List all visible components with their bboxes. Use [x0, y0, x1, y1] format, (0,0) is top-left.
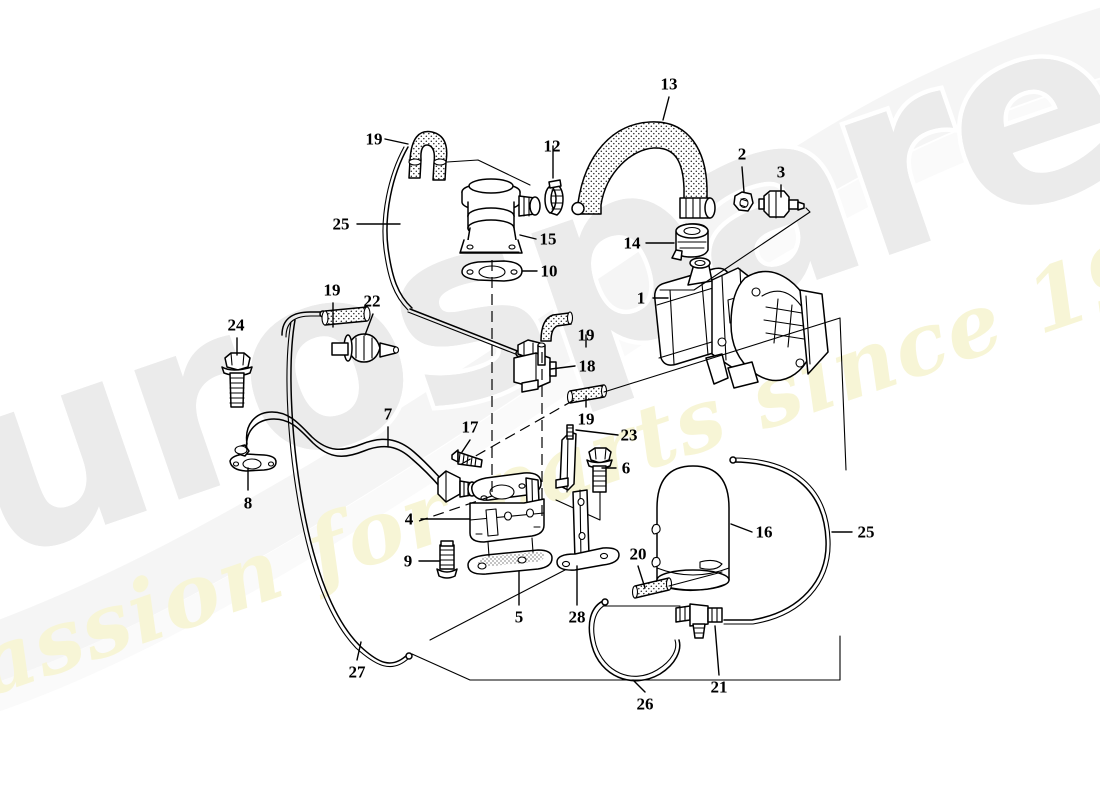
- part-24-hex-bolt: [221, 352, 253, 408]
- part-18-solenoid-valve: [513, 339, 557, 393]
- swoosh-band: [0, 0, 1100, 700]
- part-21-t-piece: [675, 603, 723, 639]
- part-20-connector: [631, 571, 723, 599]
- callout-17: 17: [461, 417, 479, 437]
- part-16-vacuum-reservoir: [651, 465, 730, 592]
- part-10-flange-gasket: [461, 260, 523, 282]
- callout-8: 8: [243, 493, 253, 513]
- part-14-rubber-mount: [671, 223, 709, 261]
- part-1-air-pump: [653, 257, 829, 389]
- part-19d-connector: [566, 384, 608, 404]
- callout-19b: 19: [323, 280, 341, 300]
- leader-lines: [236, 96, 853, 693]
- part-15-combination-valve: [446, 159, 541, 254]
- callout-25b: 25: [857, 522, 875, 542]
- callout-19: 19: [365, 129, 383, 149]
- part-7-air-pipe: [234, 411, 477, 503]
- part-27-vacuum-line: [286, 319, 413, 668]
- part-2-nut: [733, 191, 754, 212]
- callout-13: 13: [660, 74, 678, 94]
- callout-27: 27: [348, 662, 366, 682]
- assembly-line-19d: [603, 317, 847, 471]
- part-12-hose-clamp: [544, 179, 564, 216]
- callout-9: 9: [403, 551, 413, 571]
- part-8-gasket: [229, 453, 277, 472]
- callout-19c: 19: [577, 325, 595, 345]
- callout-22: 22: [363, 291, 381, 311]
- callout-14: 14: [623, 233, 641, 253]
- callout-2: 2: [737, 144, 747, 164]
- part-19c-hose: [540, 311, 574, 342]
- assembly-construction-lines: [411, 260, 841, 681]
- part-22-check-valve: [331, 333, 400, 363]
- callout-6: 6: [621, 458, 631, 478]
- callout-1: 1: [636, 288, 646, 308]
- part-25b-vacuum-line: [723, 456, 831, 625]
- callout-28: 28: [568, 607, 586, 627]
- callout-10: 10: [540, 261, 558, 281]
- part-6-hex-flange-bolt: [555, 447, 613, 521]
- callout-16: 16: [755, 522, 773, 542]
- swoosh-band-2: [0, 79, 1100, 712]
- part-4-valve-body: [469, 472, 545, 543]
- callout-21: 21: [710, 677, 728, 697]
- part-9-bolt: [436, 540, 458, 579]
- callout-23: 23: [620, 425, 638, 445]
- callout-19d: 19: [577, 409, 595, 429]
- part-26-vacuum-line: [588, 598, 681, 682]
- callout-20: 20: [629, 544, 647, 564]
- callout-26: 26: [636, 694, 654, 714]
- part-5-lower-bracket: [467, 537, 553, 575]
- callout-25: 25: [332, 214, 350, 234]
- part-19-hose-top: [408, 130, 448, 181]
- callout-24: 24: [227, 315, 245, 335]
- assembly-line-3-to-1: [687, 207, 811, 291]
- part-13-air-hose: [571, 121, 716, 219]
- callout-4: 4: [404, 509, 414, 529]
- callout-7: 7: [383, 404, 393, 424]
- callout-15: 15: [539, 229, 557, 249]
- callout-5: 5: [514, 607, 524, 627]
- part-3-pressure-sensor: [758, 190, 805, 219]
- part-23-retaining-clip: [555, 424, 577, 493]
- callout-18: 18: [578, 356, 596, 376]
- part-28-bracket: [556, 489, 620, 571]
- callout-3: 3: [776, 162, 786, 182]
- callout-12: 12: [543, 136, 561, 156]
